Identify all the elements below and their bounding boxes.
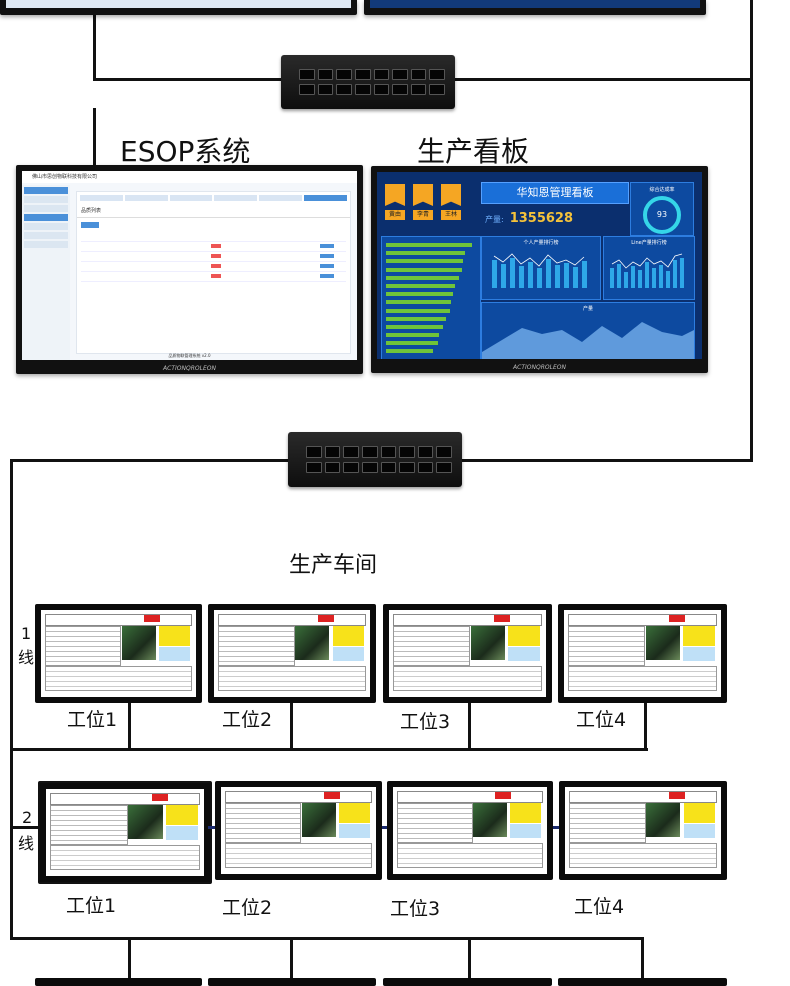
link-left-top (93, 0, 96, 80)
top-monitor-left (0, 0, 357, 15)
line1-station4-label: 工位4 (576, 709, 627, 731)
link-switch1-esop (93, 108, 96, 166)
monitor-brand: ACTIONQROLEON (513, 364, 566, 371)
line3-station2-monitor (208, 978, 376, 986)
top-monitor-right (364, 0, 706, 15)
link-switch2-h (460, 459, 753, 462)
link-line2-stub (10, 826, 38, 829)
kanban-screen: 黄由 李青 王林 华知恩管理看板 产量:1355628 综合达成率 93 个人产… (377, 172, 702, 359)
line1-station2-monitor (208, 604, 376, 703)
line1-station4-monitor (558, 604, 727, 703)
table-row (81, 252, 346, 262)
kanban-chart3: 产量 (481, 302, 695, 359)
table-row (81, 262, 346, 272)
link-line3-h (10, 937, 644, 940)
esop-tabs (77, 192, 350, 204)
network-switch-2 (288, 432, 462, 487)
link-top-h (93, 78, 283, 81)
kanban-monitor: 黄由 李青 王林 华知恩管理看板 产量:1355628 综合达成率 93 个人产… (371, 166, 708, 373)
link-right-mid (750, 78, 753, 462)
link-line3-d2 (290, 937, 293, 986)
link-line3-d4 (641, 937, 644, 986)
line2-station4-monitor (559, 781, 727, 880)
esop-side-item[interactable] (24, 187, 68, 194)
esop-side-item[interactable] (24, 205, 68, 212)
chart2-svg (610, 253, 684, 288)
esop-monitor: 佛山市思创物联科技有限公司 品质列表 品质物联管理系统 v2.0 ACTIONQ… (16, 165, 363, 374)
chart1-svg (492, 253, 587, 288)
link-line2-c1 (208, 826, 216, 829)
link-line1-h (10, 748, 648, 751)
kanban-heading: 生产看板 (417, 135, 530, 168)
kanban-rate: 综合达成率 93 (630, 182, 694, 236)
table-row (81, 232, 346, 242)
esop-screen: 佛山市思创物联科技有限公司 品质列表 品质物联管理系统 v2.0 (22, 171, 357, 360)
kanban-output: 产量:1355628 (485, 211, 574, 226)
kanban-chart1: 个人产量排行榜 (481, 236, 601, 300)
line1-station3-monitor (383, 604, 552, 703)
link-line3-d3 (468, 937, 471, 986)
person-badge: 李青 (413, 184, 433, 230)
line1-station2-label: 工位2 (222, 709, 273, 731)
chart3-svg (482, 322, 694, 359)
link-line2-c3 (553, 826, 560, 829)
esop-side-item[interactable] (24, 241, 68, 248)
link-left-trunk (10, 459, 13, 939)
link-line2-c2 (382, 826, 388, 829)
esop-side-item[interactable] (24, 223, 68, 230)
line1-number: 1 (21, 624, 32, 643)
esop-footer: 品质物联管理系统 v2.0 (168, 353, 211, 358)
line3-station3-monitor (383, 978, 552, 986)
esop-heading: ESOP系统 (120, 135, 251, 168)
esop-add-button[interactable] (81, 222, 99, 228)
esop-sidebar (22, 185, 70, 360)
line2-station3-monitor (387, 781, 553, 880)
line1-station1-label: 工位1 (67, 709, 118, 731)
link-line1-d3 (468, 700, 471, 750)
kanban-bars-panel (381, 236, 481, 359)
monitor-brand: ACTIONQROLEON (163, 365, 216, 372)
esop-main: 品质列表 (76, 191, 351, 354)
kanban-title: 华知恩管理看板 (481, 182, 629, 204)
line2-station2-monitor (215, 781, 382, 880)
network-switch-1 (281, 55, 455, 109)
esop-tab[interactable] (169, 195, 213, 201)
esop-tab[interactable] (259, 195, 303, 201)
esop-tab[interactable] (80, 195, 123, 201)
link-right-top (750, 0, 753, 80)
esop-company: 佛山市思创物联科技有限公司 (22, 171, 357, 183)
line3-station1-monitor (35, 978, 202, 986)
line2-station2-label: 工位2 (222, 897, 273, 919)
person-badge: 黄由 (385, 184, 405, 230)
link-line1-d2 (290, 700, 293, 750)
table-row (81, 242, 346, 252)
esop-side-item[interactable] (24, 232, 68, 239)
line1-text: 线 (18, 648, 35, 667)
line2-text: 线 (18, 834, 35, 853)
link-line1-d1 (128, 700, 131, 750)
esop-side-item[interactable] (24, 214, 68, 221)
esop-tab[interactable] (304, 195, 347, 201)
esop-tab[interactable] (214, 195, 258, 201)
table-row (81, 272, 346, 282)
esop-list-title: 品质列表 (77, 204, 350, 218)
link-switch2-left-h (10, 459, 290, 462)
line1-station3-label: 工位3 (400, 711, 451, 733)
line3-station4-monitor (558, 978, 727, 986)
link-line3-d1 (128, 937, 131, 986)
line2-station1-label: 工位1 (66, 895, 117, 917)
line2-station1-monitor (38, 781, 212, 884)
person-badge: 王林 (441, 184, 461, 230)
link-line1-d4 (644, 700, 647, 750)
kanban-chart2: Line产量排行榜 (603, 236, 695, 300)
line2-station4-label: 工位4 (574, 896, 625, 918)
esop-tab[interactable] (124, 195, 168, 201)
line2-number: 2 (22, 808, 33, 827)
link-top-h2 (455, 78, 753, 81)
workshop-heading: 生产车间 (289, 553, 378, 578)
line1-station1-monitor (35, 604, 202, 703)
esop-side-item[interactable] (24, 196, 68, 203)
line2-station3-label: 工位3 (390, 898, 441, 920)
